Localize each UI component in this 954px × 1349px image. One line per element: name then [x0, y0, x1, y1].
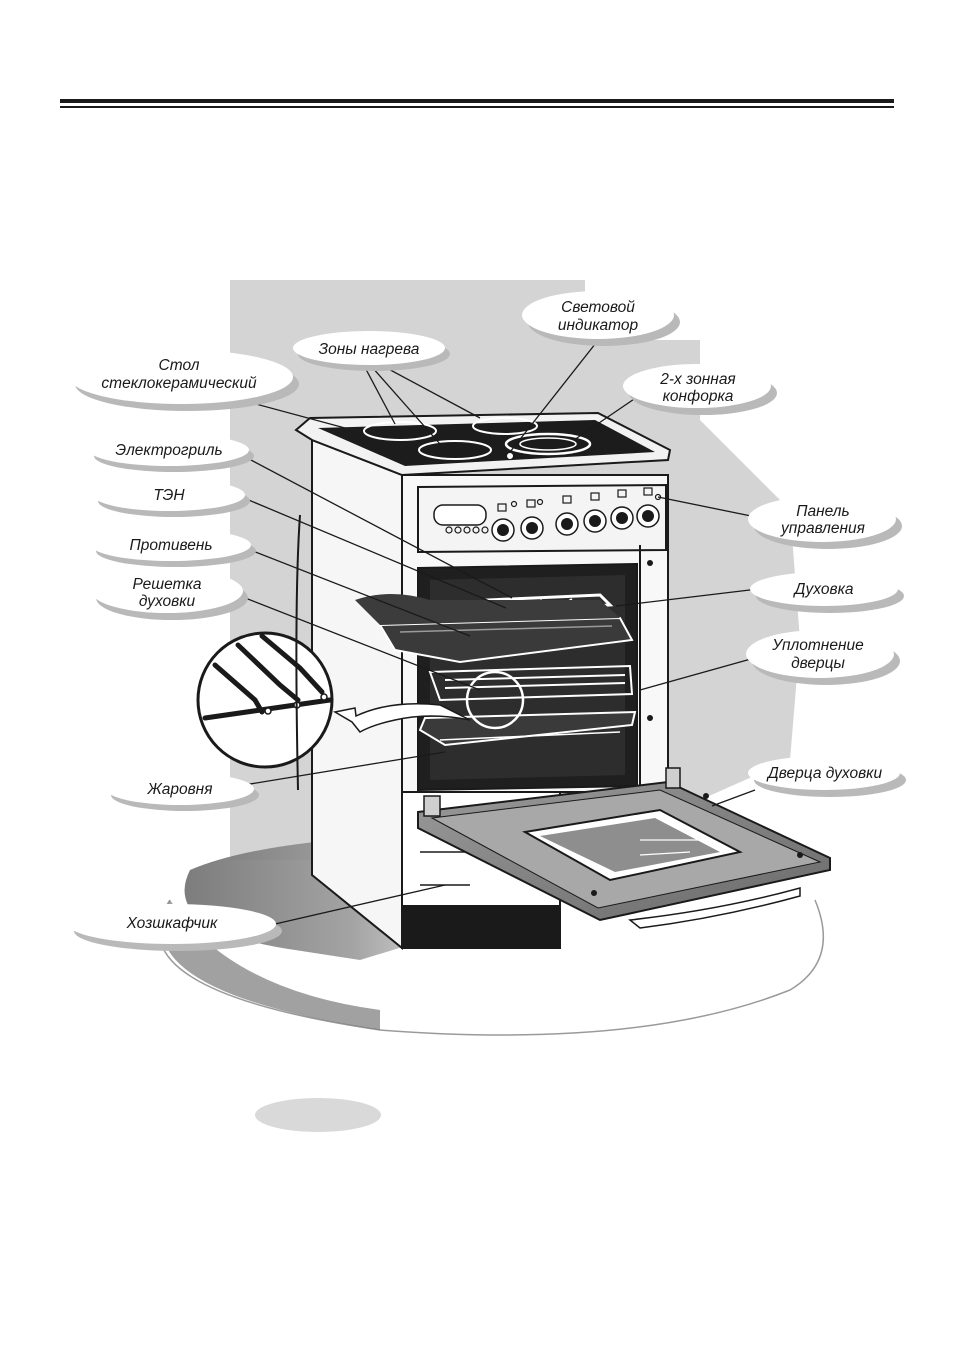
label-line: 2-х зонная — [659, 371, 735, 388]
label-line: Зоны нагрева — [319, 341, 420, 358]
label-line: стеклокерамический — [101, 375, 257, 392]
callout-roasting-pan: Жаровня — [106, 773, 259, 811]
label-line: Панель — [796, 503, 849, 520]
label-line: Уплотнение — [771, 637, 864, 654]
label-line: Жаровня — [147, 781, 213, 798]
label-line: дверцы — [791, 655, 845, 672]
label-line: духовки — [139, 593, 196, 610]
callout-storage-drawer: Хозшкафчик — [68, 904, 282, 951]
callout-electric-grill: Электрогриль — [89, 434, 254, 472]
label-line: Световой — [561, 299, 635, 316]
callout-oven: Духовка — [750, 572, 904, 613]
label-line: Электрогриль — [115, 442, 222, 459]
svg-text:ТЭН: ТЭН — [153, 487, 185, 504]
label-line: конфорка — [663, 388, 734, 405]
svg-text:Электрогриль: Электрогриль — [115, 442, 222, 459]
svg-text:Дверца духовки: Дверца духовки — [766, 765, 883, 782]
label-line: Стол — [159, 357, 200, 374]
light-indicator-dot — [507, 453, 513, 459]
svg-text:Жаровня: Жаровня — [147, 781, 213, 798]
callout-heating-zones: Зоны нагрева — [293, 331, 450, 371]
label-line: Хозшкафчик — [126, 915, 218, 932]
label-line: управления — [780, 520, 865, 537]
svg-text:Зоны нагрева: Зоны нагрева — [319, 341, 420, 358]
label-line: Дверца духовки — [766, 765, 883, 782]
callout-oven-door: Дверца духовки — [748, 756, 906, 797]
svg-text:Противень: Противень — [129, 537, 212, 554]
label-line: Духовка — [792, 581, 853, 598]
callout-heating-element: ТЭН — [93, 479, 250, 517]
label-line: индикатор — [558, 317, 639, 334]
svg-text:Духовка: Духовка — [792, 581, 853, 598]
decorative-oval-button — [255, 1098, 381, 1132]
rack-detail-circle — [198, 633, 332, 767]
header-rule — [60, 99, 894, 108]
svg-text:Хозшкафчик: Хозшкафчик — [126, 915, 218, 932]
label-line: Противень — [129, 537, 212, 554]
label-line: Решетка — [133, 576, 202, 593]
callout-baking-tray: Противень — [91, 529, 256, 567]
label-line: ТЭН — [153, 487, 185, 504]
